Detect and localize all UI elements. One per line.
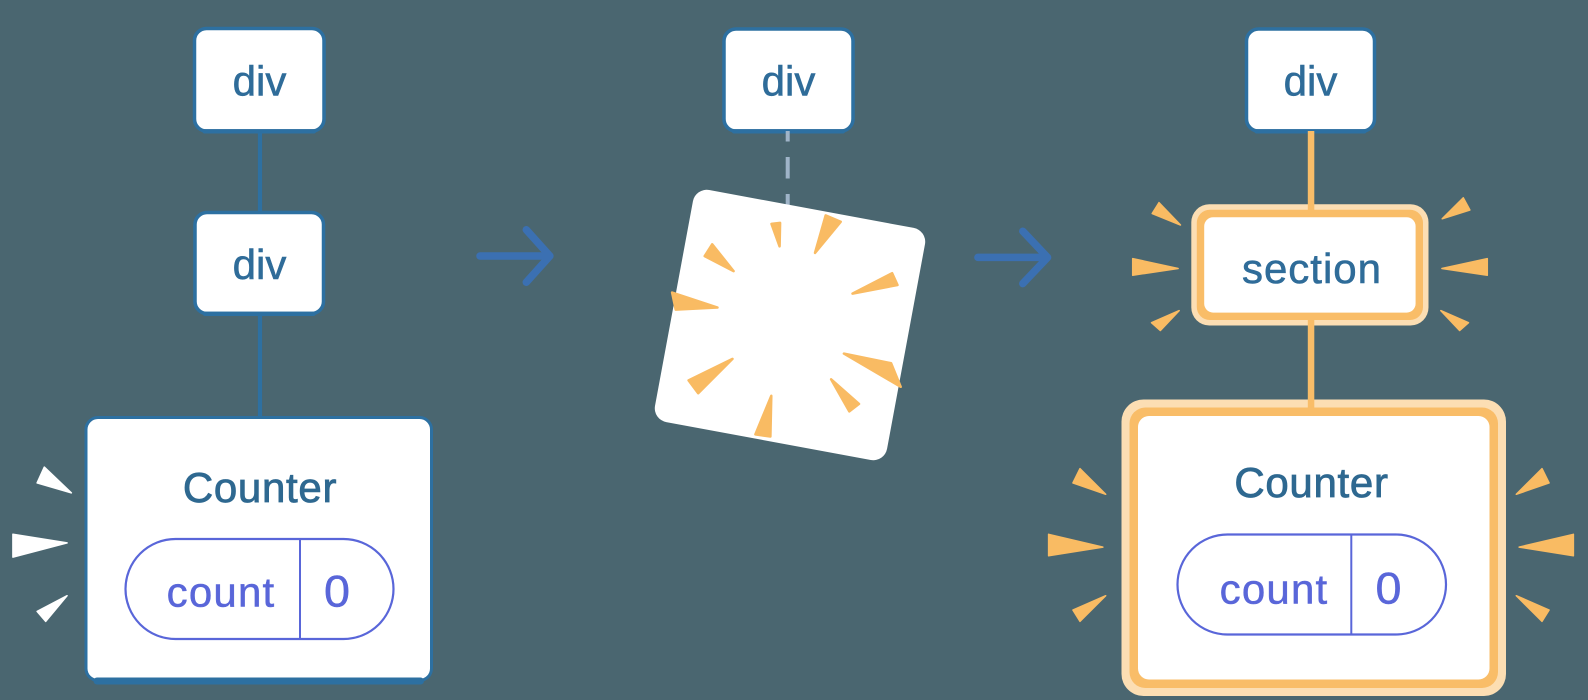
svg-text:Counter: Counter	[1234, 459, 1388, 506]
svg-text:div: div	[233, 58, 287, 105]
svg-text:div: div	[1284, 58, 1338, 105]
svg-text:0: 0	[324, 568, 350, 617]
svg-text:div: div	[762, 58, 816, 105]
svg-text:count: count	[1220, 566, 1329, 613]
svg-text:0: 0	[1376, 565, 1402, 614]
svg-text:count: count	[167, 569, 276, 616]
svg-text:Counter: Counter	[183, 464, 337, 511]
svg-text:section: section	[1242, 245, 1382, 292]
svg-text:div: div	[233, 241, 287, 288]
